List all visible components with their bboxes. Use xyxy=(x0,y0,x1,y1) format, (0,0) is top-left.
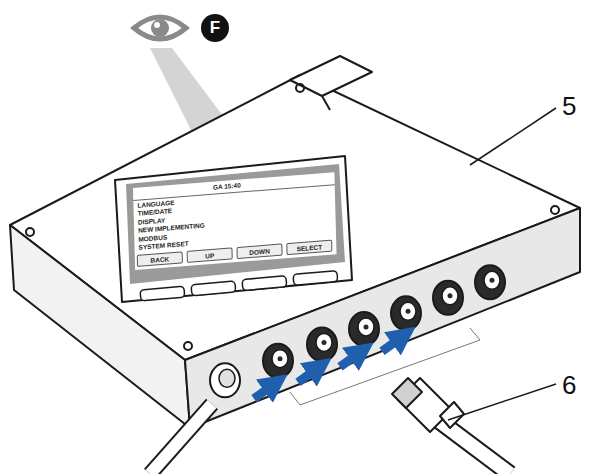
hard-key xyxy=(293,271,338,286)
callout-number: 6 xyxy=(562,372,576,398)
hard-key xyxy=(191,281,236,296)
softkey-box: UP xyxy=(187,247,233,263)
softkey-box: SELECT xyxy=(286,240,332,256)
display-bezel xyxy=(115,156,352,302)
insert-arrow xyxy=(254,383,276,399)
gland-cable xyxy=(150,404,212,474)
insert-arrows xyxy=(254,335,404,398)
m12-socket xyxy=(475,265,505,299)
m12-socket xyxy=(433,281,463,315)
screen-header: GA 15:40 xyxy=(133,172,335,200)
hard-key xyxy=(242,276,287,291)
insert-arrow xyxy=(298,366,320,382)
gland-cable-fill xyxy=(150,404,212,474)
leader-line xyxy=(448,384,556,420)
housing xyxy=(10,56,580,428)
softkey-label: SELECT xyxy=(296,243,322,252)
display-screen: GA 15:40LANGUAGETIME/DATEDISPLAYNEW IMPL… xyxy=(133,172,337,270)
connector-row xyxy=(210,265,505,397)
cable-gland xyxy=(210,363,240,397)
callout-number: 5 xyxy=(562,93,576,119)
figure-letter: F xyxy=(210,18,220,38)
insert-arrow xyxy=(340,351,362,367)
m12-socket xyxy=(349,312,379,346)
softkey-label: UP xyxy=(205,251,214,259)
m12-socket xyxy=(307,327,337,361)
hard-key xyxy=(140,286,185,301)
m12-socket xyxy=(263,344,293,378)
arrow-bracket xyxy=(290,328,480,405)
leader-line xyxy=(470,108,556,165)
cable-connector xyxy=(392,378,510,474)
eye-icon xyxy=(134,17,186,39)
insert-arrow xyxy=(382,335,404,351)
softkey-label: BACK xyxy=(150,255,169,263)
m12-socket xyxy=(391,296,421,330)
figure-badge: F xyxy=(201,14,229,42)
softkey-label: DOWN xyxy=(249,247,270,256)
screen-frame xyxy=(126,164,345,284)
hard-keys xyxy=(140,271,338,301)
softkey-box: BACK xyxy=(137,251,183,267)
softkey-box: DOWN xyxy=(236,243,282,259)
